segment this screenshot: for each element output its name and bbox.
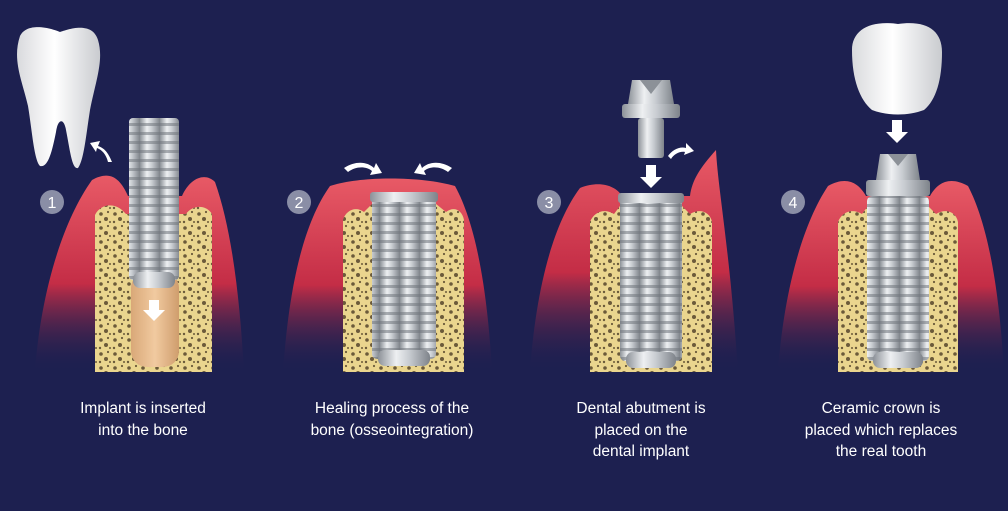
step-number: 3 — [545, 195, 554, 212]
implant-screw — [867, 196, 929, 361]
step-number: 2 — [295, 195, 304, 212]
step-1-caption: Implant is inserted into the bone — [80, 400, 206, 439]
down-arrow-icon — [143, 300, 165, 321]
step-4-illustration: 4 — [778, 23, 1004, 372]
implant-top — [618, 193, 684, 203]
step-number-badge — [40, 190, 64, 214]
implant-screw — [620, 196, 682, 361]
extracted-tooth — [17, 27, 101, 169]
implant-top — [370, 192, 438, 202]
implant-tip — [133, 272, 175, 288]
ceramic-crown — [852, 23, 942, 115]
implant-screw — [372, 194, 436, 359]
implant-tip — [626, 352, 676, 368]
implant-tip — [378, 350, 430, 366]
abutment — [866, 154, 930, 196]
closing-arrow-left-icon — [344, 162, 382, 175]
down-arrow-icon — [886, 120, 908, 143]
step-4-caption: Ceramic crown is placed which replaces t… — [804, 400, 958, 460]
implant-screw — [129, 118, 179, 280]
abutment — [622, 80, 680, 158]
step-2-caption: Healing process of the bone (osseointegr… — [310, 400, 474, 439]
step-number-badge — [537, 190, 561, 214]
curved-arrow-icon — [668, 143, 694, 159]
implant-tip — [873, 352, 923, 368]
step-number: 1 — [48, 195, 57, 212]
step-2-illustration: 2 — [283, 162, 492, 372]
step-number-badge — [781, 190, 805, 214]
closing-arrow-right-icon — [414, 162, 452, 175]
down-arrow-icon — [640, 165, 662, 188]
step-1-illustration: 1 — [17, 27, 244, 372]
curved-arrow-icon — [90, 141, 112, 162]
step-number-badge — [287, 190, 311, 214]
step-3-illustration: 3 — [530, 80, 738, 372]
step-number: 4 — [789, 195, 798, 212]
step-3-caption: Dental abutment is placed on the dental … — [576, 400, 706, 460]
